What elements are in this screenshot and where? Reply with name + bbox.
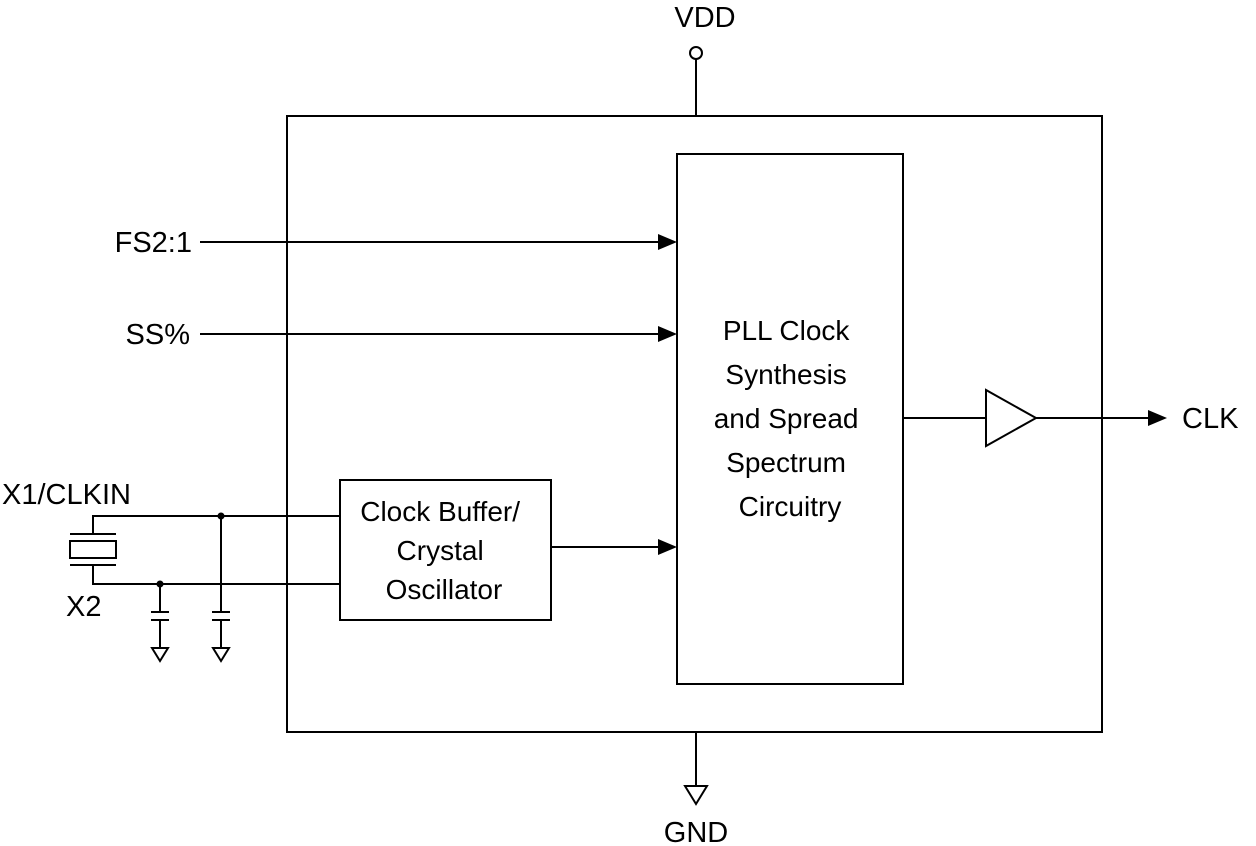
x2-label: X2 [66, 591, 101, 623]
pll-label-line-3: and Spread [714, 403, 859, 434]
ss-label: SS% [126, 319, 190, 351]
fs-arrow-icon [658, 234, 677, 250]
pll-label-line-1: PLL Clock [723, 315, 851, 346]
crystal-icon [69, 515, 340, 585]
clk-label: CLK [1182, 403, 1239, 435]
x2-load-capacitor-icon [150, 584, 170, 663]
pll-label-line-4: Spectrum [726, 447, 846, 478]
osc-to-pll-arrow-icon [658, 539, 677, 555]
gnd-label: GND [664, 817, 728, 846]
oscillator-block-label: Clock Buffer/ Crystal Oscillator [360, 496, 528, 605]
pll-block [676, 153, 904, 685]
pll-label-line-2: Synthesis [725, 359, 846, 390]
vdd-pin-icon [689, 46, 703, 60]
pll-label-line-5: Circuitry [739, 491, 842, 522]
clk-arrow-icon [1148, 410, 1167, 426]
oscillator-label-line-2: Crystal [397, 535, 484, 566]
ss-arrow-icon [658, 326, 677, 342]
vdd-label: VDD [674, 2, 735, 34]
output-buffer-icon [985, 388, 1039, 448]
oscillator-label-line-3: Oscillator [386, 574, 503, 605]
oscillator-block [339, 479, 552, 621]
oscillator-label-line-1: Clock Buffer/ [360, 496, 520, 527]
fs-label: FS2:1 [115, 227, 192, 259]
x1-label: X1/CLKIN [2, 479, 131, 511]
pll-block-label: PLL Clock Synthesis and Spread Spectrum … [714, 315, 867, 522]
ground-symbol-icon [683, 785, 709, 806]
x1-load-capacitor-icon [211, 516, 231, 663]
